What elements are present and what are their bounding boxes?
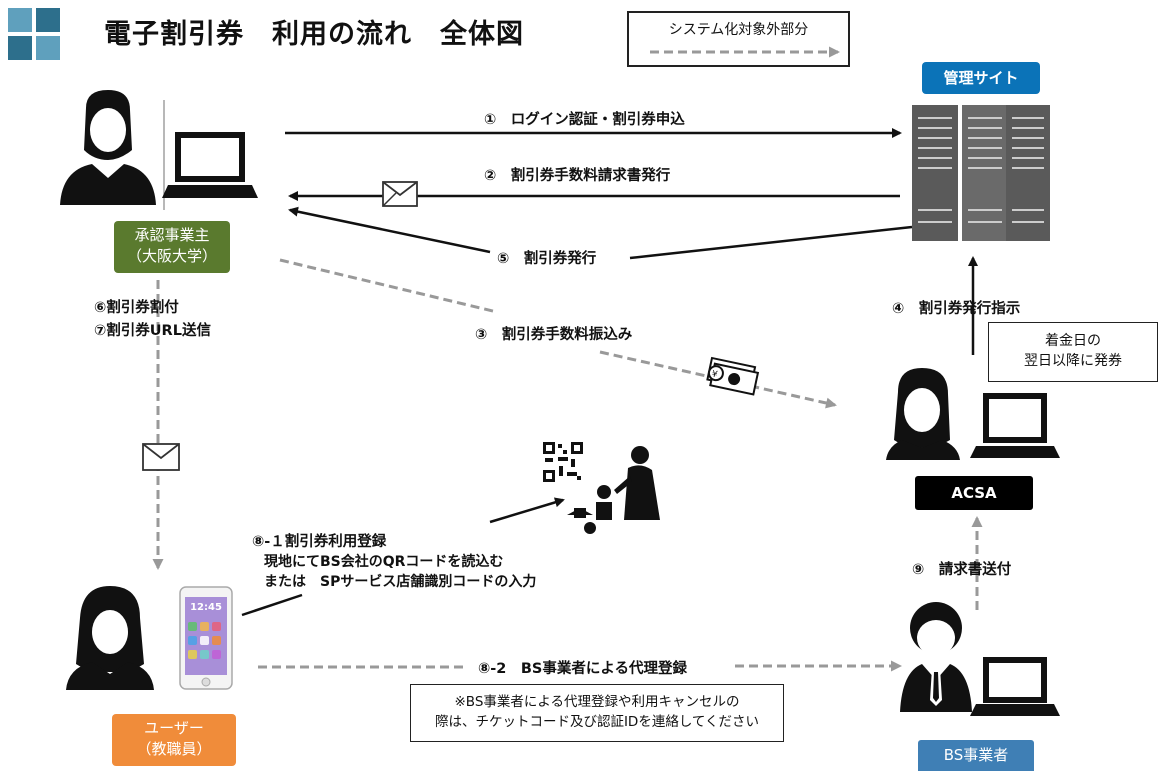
legend: システム化対象外部分 [627,11,850,67]
arrow-step8-1b [489,497,565,524]
proxy-note: ※BS事業者による代理登録や利用キャンセルの 際は、チケットコード及び認証IDを… [410,684,784,742]
step8-2-label: ⑧-2 BS事業者による代理登録 [478,661,687,677]
svg-text:¥: ¥ [711,369,719,380]
proxy-note-line1: ※BS事業者による代理登録や利用キャンセルの [454,694,740,710]
arrow-step3 [279,258,498,314]
approver-badge-line2: （大阪大学） [126,247,217,265]
legend-label: システム化対象外部分 [668,22,809,38]
proxy-note-line2: 際は、チケットコード及び認証IDを連絡してください [434,714,760,730]
envelope-icon [142,443,180,471]
user-badge-line1: ユーザー [144,719,204,737]
arrow-step8-1a [241,593,303,617]
acsa-badge: ACSA [915,476,1033,510]
acsa-laptop-icon [970,393,1060,458]
page-title: 電子割引券 利用の流れ 全体図 [104,19,524,50]
phone-clock: 12:45 [190,602,222,613]
step7-label: ⑦割引券URL送信 [94,323,211,339]
approver-badge-line1: 承認事業主 [134,226,210,244]
site-badge: 管理サイト [922,62,1040,94]
user-person-icon [66,586,154,690]
payment-note-line1: 着金日の [1045,333,1101,349]
bs-badge: BS事業者 [918,740,1034,771]
step8-1-line3: または SPサービス店舗識別コードの入力 [264,574,537,590]
step2-label: ② 割引券手数料請求書発行 [484,168,671,184]
approver-person-icon [60,90,156,205]
arrow-step5 [288,206,491,254]
user-badge-line2: （教職員） [136,740,212,758]
step5-label: ⑤ 割引券発行 [497,251,597,267]
step6-label: ⑥割引券割付 [94,300,179,316]
step8-1-line2: 現地にてBS会社のQRコードを読込む [264,554,504,570]
step4-label: ④ 割引券発行指示 [892,301,1021,317]
step3-label: ③ 割引券手数料振込み [475,327,633,343]
corner-logo-tiles [8,8,62,62]
user-badge: ユーザー （教職員） [112,714,236,766]
envelope-icon [382,181,418,207]
bs-person-icon [900,602,972,712]
approver-badge: 承認事業主 （大阪大学） [114,221,230,273]
step8-1-title: ⑧-１割引券利用登録 [252,534,387,550]
acsa-person-icon [886,368,960,460]
qr-code-icon [543,442,583,482]
arrow-step5-tail [629,225,913,260]
payment-note-line2: 翌日以降に発券 [1024,353,1122,369]
step9-label: ⑨ 請求書送付 [912,562,1012,578]
server-icon [912,105,1050,241]
smartphone-icon [179,586,233,690]
step1-label: ① ログイン認証・割引券申込 [484,112,685,128]
family-icon [567,446,660,534]
money-icon: ¥ [706,356,760,396]
bs-laptop-icon [970,657,1060,716]
payment-note: 着金日の 翌日以降に発券 [988,322,1158,382]
approver-laptop-icon [162,132,258,198]
